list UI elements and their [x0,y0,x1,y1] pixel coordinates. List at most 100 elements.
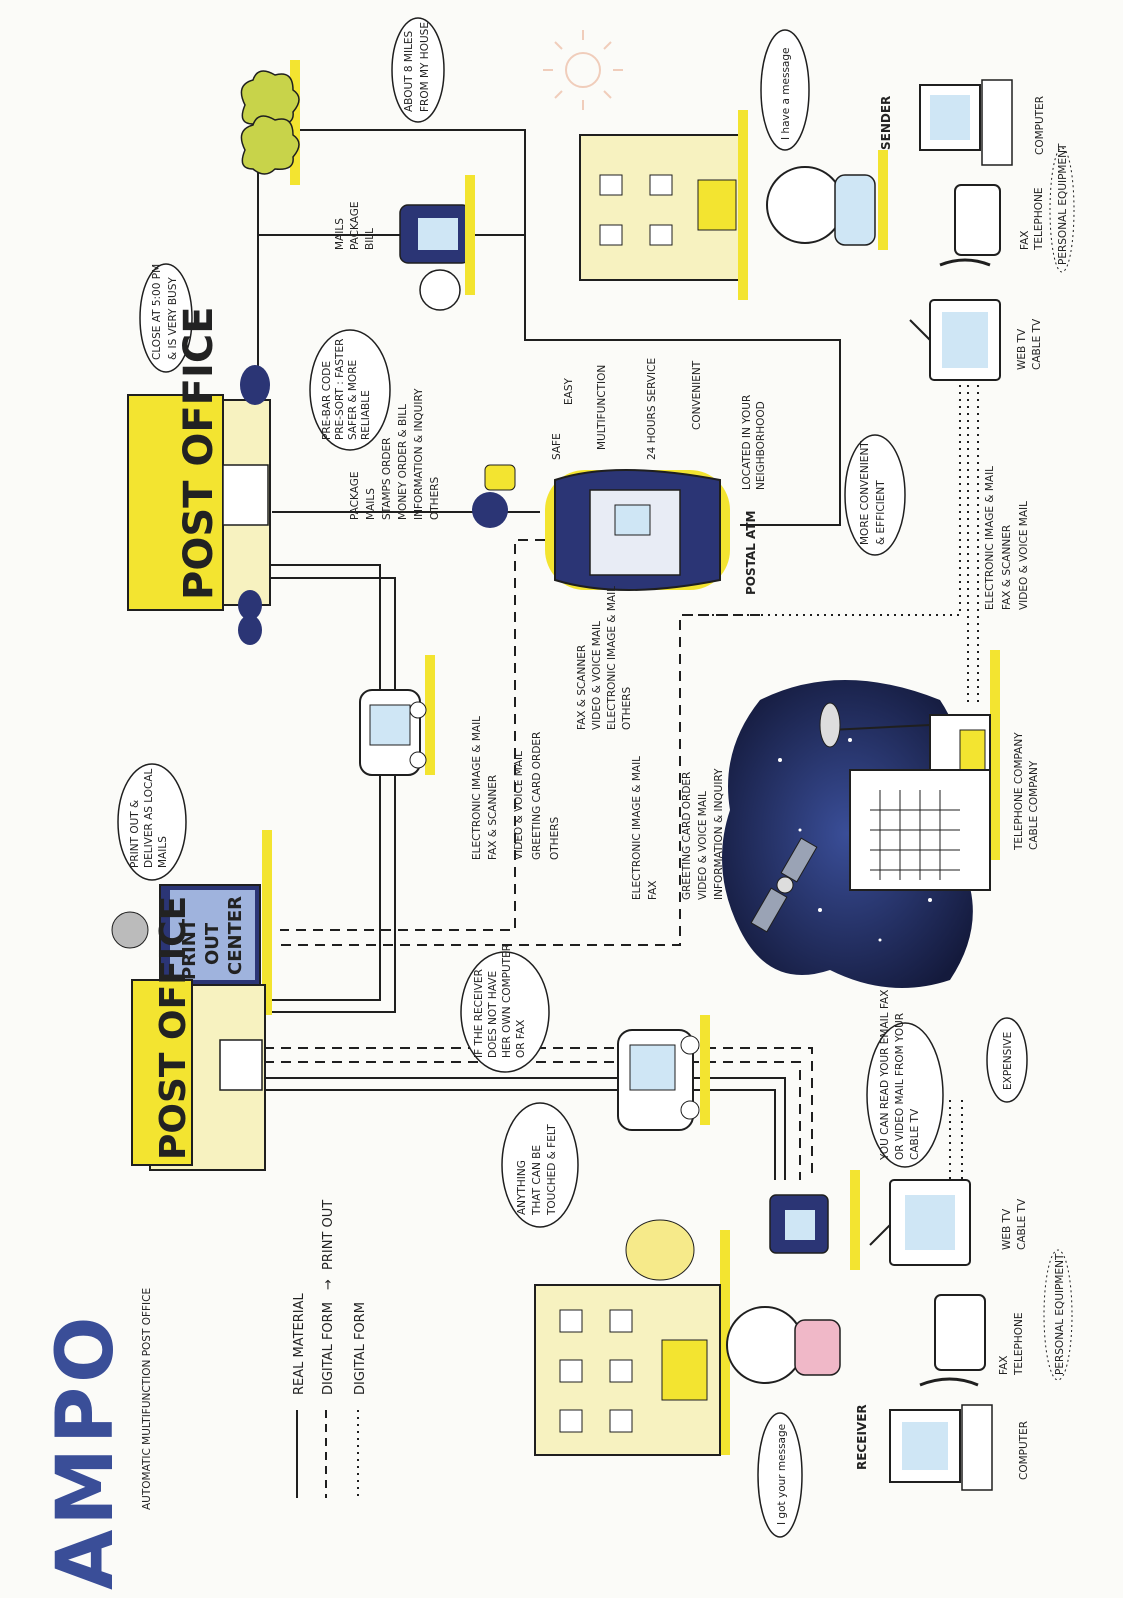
postal-atm-label: POSTAL ATM [744,511,758,596]
svg-text:TELEPHONE: TELEPHONE [1013,1312,1025,1376]
legend-print-out: PRINT OUT [321,1200,336,1270]
print-services-b: ELECTRONIC IMAGE & MAIL FAX GREETING CAR… [631,756,725,900]
svg-text:PERSONAL EQUIPMENT: PERSONAL EQUIPMENT [1057,143,1069,265]
receiver-webtv-icon: WEB TV CABLE TV [870,1180,1028,1265]
bubble-expensive: EXPENSIVE [987,1018,1027,1102]
post-office-bottom-label: POST OFFICE [153,896,194,1160]
svg-text:ELECTRONIC IMAGE & MAIL: ELECTRONIC IMAGE & MAIL [631,756,643,900]
svg-text:RELIABLE: RELIABLE [360,390,372,440]
svg-text:OTHERS: OTHERS [429,476,441,520]
sender-building [580,110,748,300]
bubble-got-message: I got your message [758,1413,802,1537]
svg-text:OTHERS: OTHERS [621,686,633,730]
svg-text:VIDEO & VOICE MAIL: VIDEO & VOICE MAIL [1018,501,1030,610]
svg-text:GREETING CARD ORDER: GREETING CARD ORDER [531,732,543,860]
receiver-building [535,1220,730,1455]
bubble-have-message: I have a message [761,30,809,150]
delivery-scooter-icon [472,465,515,528]
bubble-read-email: YOU CAN READ YOUR EMAIL FAX OR VIDEO MAI… [867,990,943,1167]
svg-text:IF THE RECEIVER: IF THE RECEIVER [473,969,485,1058]
svg-text:FAX & SCANNER: FAX & SCANNER [487,775,499,860]
title-block: AMPO AUTOMATIC MULTIFUNCTION POST OFFICE [41,1288,153,1590]
svg-text:I have a message: I have a message [780,48,792,141]
svg-text:MAILS: MAILS [334,218,346,250]
svg-text:YOU CAN READ YOUR EMAIL FAX: YOU CAN READ YOUR EMAIL FAX [879,990,891,1161]
truck-upper-icon [360,655,435,775]
receiver-fax-icon [920,1295,985,1385]
receiver-computer-icon [890,1405,992,1490]
svg-text:THAT CAN BE: THAT CAN BE [531,1145,543,1216]
svg-text:TELEPHONE: TELEPHONE [1033,187,1045,251]
post-office-top-label: POST OFFICE [176,306,222,600]
svg-text:VIDEO & VOICE MAIL: VIDEO & VOICE MAIL [697,791,709,900]
svg-text:PRE-BAR CODE: PRE-BAR CODE [321,361,333,440]
svg-text:PERSONAL EQUIPMENT: PERSONAL EQUIPMENT [1054,1253,1066,1375]
svg-text:INFORMATION & INQUIRY: INFORMATION & INQUIRY [413,388,425,520]
sender-label: SENDER [879,96,893,150]
svg-text:MONEY ORDER & BILL: MONEY ORDER & BILL [397,404,409,520]
svg-text:WEB TV: WEB TV [1016,328,1028,370]
svg-text:24 HOURS SERVICE: 24 HOURS SERVICE [646,358,658,460]
svg-text:CABLE TV: CABLE TV [1031,318,1043,370]
svg-text:VIDEO & VOICE MAIL: VIDEO & VOICE MAIL [591,621,603,730]
svg-text:MAILS: MAILS [365,488,377,520]
svg-text:FAX: FAX [1019,231,1031,250]
svg-text:PACKAGE: PACKAGE [349,202,361,250]
sun-icon [543,30,623,110]
svg-text:LOCATED IN YOUR: LOCATED IN YOUR [741,395,753,490]
webtv-services: ELECTRONIC IMAGE & MAIL FAX & SCANNER VI… [984,466,1030,610]
svg-text:& EFFICIENT: & EFFICIENT [875,480,887,545]
svg-text:COMPUTER: COMPUTER [1018,1421,1030,1480]
svg-text:OR FAX: OR FAX [515,1020,527,1058]
svg-text:GREETING CARD ORDER: GREETING CARD ORDER [681,772,693,900]
telco-label: TELEPHONE COMPANY [1013,732,1025,851]
bubble-anything: ANYTHING THAT CAN BE TOUCHED & FELT [502,1103,578,1227]
legend: REAL MATERIAL DIGITAL FORM → PRINT OUT D… [292,1200,368,1498]
legend-real: REAL MATERIAL [292,1292,307,1395]
receiver-equipment-labels: FAX TELEPHONE PERSONAL EQUIPMENT COMPUTE… [998,1250,1072,1480]
svg-text:TOUCHED & FELT: TOUCHED & FELT [546,1124,558,1216]
svg-text:DOES NOT HAVE: DOES NOT HAVE [487,971,499,1058]
svg-text:SAFE: SAFE [551,433,563,460]
svg-text:FROM MY HOUSE: FROM MY HOUSE [419,22,431,112]
legend-digital: DIGITAL FORM [353,1302,368,1395]
svg-text:CONVENIENT: CONVENIENT [691,360,703,430]
svg-text:ELECTRONIC IMAGE & MAIL: ELECTRONIC IMAGE & MAIL [606,586,618,730]
presort-bubble: PRE-BAR CODE PRE-SORT : FASTER SAFER & M… [310,330,390,450]
trees-icon [241,60,300,185]
svg-text:FAX & SCANNER: FAX & SCANNER [576,645,588,730]
page-subtitle: AUTOMATIC MULTIFUNCTION POST OFFICE [141,1288,153,1510]
svg-text:PRINT OUT &: PRINT OUT & [129,800,141,868]
svg-text:DELIVER AS LOCAL: DELIVER AS LOCAL [143,768,155,868]
svg-text:CLOSE AT 5:00 PM: CLOSE AT 5:00 PM [151,264,163,360]
svg-text:OUT: OUT [202,922,223,965]
svg-text:COMPUTER: COMPUTER [1034,96,1046,155]
postal-atm: POSTAL ATM [545,470,758,595]
svg-text:CABLE TV: CABLE TV [1016,1198,1028,1250]
svg-text:ANYTHING: ANYTHING [516,1160,528,1215]
svg-text:I got your message: I got your message [776,1424,788,1525]
bubble-more-convenient: MORE CONVENIENT & EFFICIENT [845,435,905,555]
sender-fax-icon [940,185,1000,265]
svg-text:MULTIFUNCTION: MULTIFUNCTION [596,365,608,450]
svg-text:OR VIDEO MAIL FROM YOUR: OR VIDEO MAIL FROM YOUR [894,1013,906,1160]
page-title: AMPO [41,1313,131,1590]
mailbox-top [400,175,475,310]
bubble-about-8-miles: ABOUT 8 MILES FROM MY HOUSE [392,18,444,122]
svg-text:INFORMATION & INQUIRY: INFORMATION & INQUIRY [713,768,725,900]
legend-arrow: → [321,1279,336,1290]
svg-text:PACKAGE: PACKAGE [349,472,361,520]
sender-computer-icon [920,80,1012,165]
legend-digital-print: DIGITAL FORM [321,1302,336,1395]
receiver-mailbox [770,1170,860,1270]
svg-text:STAMPS ORDER: STAMPS ORDER [381,438,393,520]
truck-lower-icon [618,1015,710,1130]
svg-text:FAX: FAX [647,881,659,900]
svg-text:SAFER & MORE: SAFER & MORE [347,360,359,440]
svg-text:HER OWN COMPUTER: HER OWN COMPUTER [501,944,513,1058]
svg-text:CABLE TV: CABLE TV [909,1108,921,1160]
svg-text:MAILS: MAILS [157,836,169,868]
svg-text:ELECTRONIC IMAGE & MAIL: ELECTRONIC IMAGE & MAIL [984,466,996,610]
svg-text:FAX & SCANNER: FAX & SCANNER [1001,525,1013,610]
